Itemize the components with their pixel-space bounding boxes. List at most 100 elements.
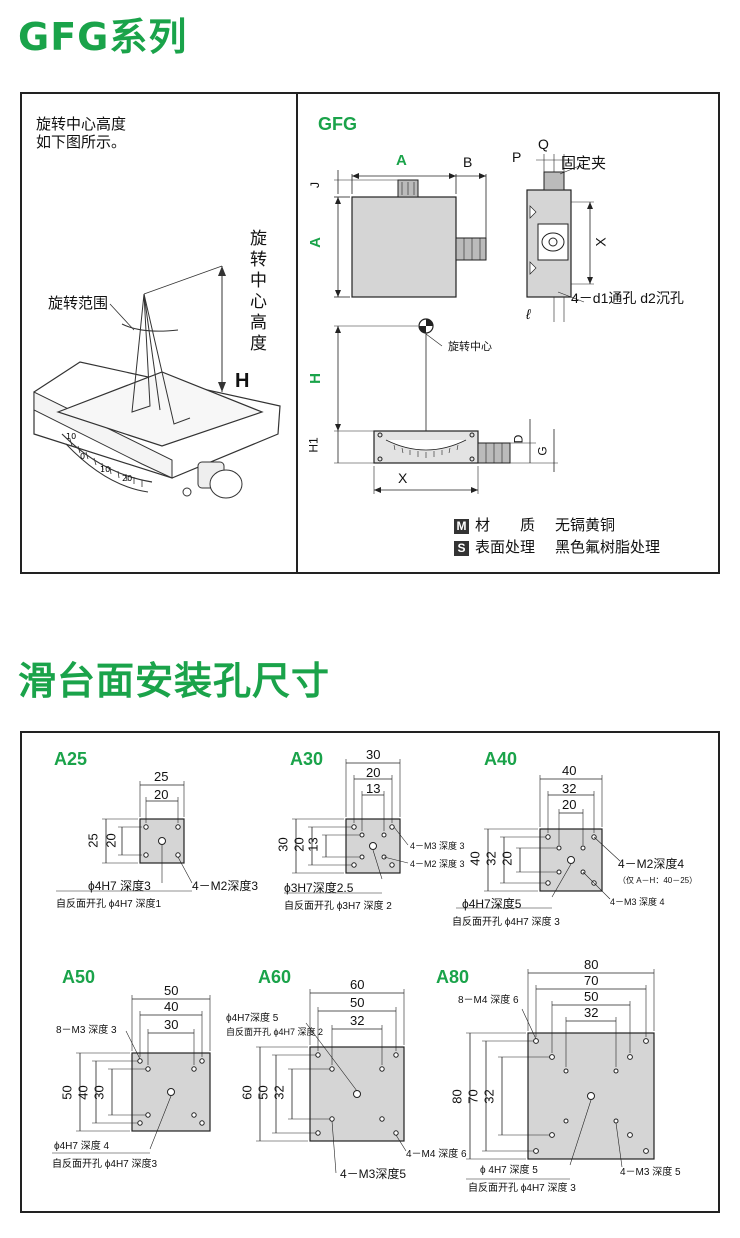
- surface-value: 黑色氟树脂处理: [555, 539, 661, 556]
- a40-note: （仅 A－H：40－25）: [618, 876, 698, 885]
- a50-dim-v3: 30: [91, 1085, 107, 1100]
- a25-dim-v1: 25: [85, 833, 101, 848]
- dim-a-top: A: [396, 152, 407, 169]
- panel-divider: [296, 94, 298, 572]
- a30-back: 自反面开孔 ϕ3H7 深度 2: [284, 901, 392, 912]
- a40-dim-v3: 20: [499, 851, 515, 866]
- a30-dim-h3: 13: [366, 781, 381, 796]
- a80-label: A80: [436, 967, 470, 987]
- a60-dim-h3: 32: [350, 1013, 365, 1028]
- scale-tick-10b: 10: [100, 465, 110, 474]
- a50-dim-v2: 40: [75, 1085, 91, 1100]
- a40-tap1: 4－M2深度4: [618, 857, 685, 871]
- a40-label: A40: [484, 749, 518, 769]
- a50-dim-v1: 50: [59, 1085, 75, 1100]
- a30-dim-v1: 30: [275, 837, 291, 852]
- a60-back: 自反面开孔 ϕ4H7 深度 2: [226, 1027, 324, 1037]
- a30-tap2: 4－M2 深度 3: [410, 859, 465, 869]
- dim-x-side: X: [592, 237, 609, 247]
- a50-dim-h2: 40: [164, 999, 179, 1014]
- a60-hole: ϕ4H7深度 5: [226, 1013, 279, 1024]
- surface-key: 表面处理: [475, 539, 536, 556]
- dim-h: H: [306, 373, 324, 384]
- a25-back: 自反面开孔 ϕ4H7 深度1: [56, 899, 162, 910]
- section-title-gfg: GFG系列: [18, 15, 188, 59]
- a50-hole: ϕ4H7 深度 4: [54, 1141, 110, 1152]
- dim-d: D: [511, 434, 526, 444]
- a40-dim-h1: 40: [562, 763, 577, 778]
- a40-back: 自反面开孔 ϕ4H7 深度 3: [452, 917, 560, 928]
- a25-dim-h2: 20: [154, 787, 169, 802]
- gfg-spec-panel: 旋转中心高度 如下图所示。 10 0 10 20: [20, 92, 720, 574]
- a30-label: A30: [290, 749, 324, 769]
- through-hole-label: 4－d1通孔 d2沉孔: [571, 290, 684, 306]
- a80-dim-v2: 70: [465, 1089, 481, 1104]
- a80-dim-h3: 50: [584, 989, 599, 1004]
- dim-l: ℓ: [526, 306, 531, 322]
- a80-tap2: 4－M3 深度 5: [620, 1167, 681, 1178]
- a25-dim-v2: 20: [103, 833, 119, 848]
- a80-dim-h1: 80: [584, 957, 599, 972]
- h-label: H: [235, 370, 250, 392]
- a80-hole: ϕ 4H7 深度 5: [480, 1165, 538, 1176]
- mounting-hole-drawings: [52, 759, 655, 1180]
- a80-tap1: 8－M4 深度 6: [458, 995, 519, 1006]
- a80-dim-h2: 70: [584, 973, 599, 988]
- a30-hole: ϕ3H7深度2.5: [284, 881, 354, 895]
- center-height-note: 旋转中心高度 如下图所示。: [36, 116, 127, 151]
- a30-dim-v3: 13: [305, 837, 321, 852]
- dim-a-side: A: [306, 237, 324, 248]
- a40-dim-h3: 20: [562, 797, 577, 812]
- a60-dim-v1: 60: [239, 1085, 255, 1100]
- a30-dim-v2: 20: [291, 837, 307, 852]
- dim-b: B: [463, 154, 473, 170]
- gfg-dimension-drawing: [334, 154, 594, 494]
- a25-hole: ϕ4H7 深度3: [88, 879, 151, 893]
- a25-tap: 4－M2深度3: [192, 879, 259, 893]
- dim-g: G: [535, 446, 550, 456]
- a80-dim-v1: 80: [449, 1089, 465, 1104]
- a60-tap2: 4－M3深度5: [340, 1167, 407, 1181]
- a40-hole: ϕ4H7深度5: [462, 897, 522, 911]
- dim-j: J: [308, 182, 322, 188]
- a60-tap1: 4－M4 深度 6: [406, 1149, 467, 1160]
- dim-p: P: [512, 149, 522, 165]
- a60-dim-h1: 60: [350, 977, 365, 992]
- a40-tap2: 4－M3 深度 4: [610, 897, 665, 907]
- isometric-stage-illustration: 10 0 10 20: [33, 265, 281, 499]
- fixing-clip-label: 固定夹: [561, 155, 607, 172]
- scale-tick-20: 20: [122, 474, 132, 483]
- dim-x-front: X: [398, 470, 408, 486]
- a80-dim-h4: 32: [584, 1005, 599, 1020]
- a50-label: A50: [62, 967, 96, 987]
- a60-dim-h2: 50: [350, 995, 365, 1010]
- a50-tap: 8－M3 深度 3: [56, 1025, 117, 1036]
- a80-dim-v3: 32: [481, 1089, 497, 1104]
- a50-dim-h3: 30: [164, 1017, 179, 1032]
- a60-dim-v3: 32: [271, 1085, 287, 1100]
- a50-dim-h1: 50: [164, 983, 179, 998]
- a30-tap1: 4－M3 深度 3: [410, 841, 465, 851]
- dim-h1: H1: [306, 437, 321, 453]
- a40-dim-h2: 32: [562, 781, 577, 796]
- a40-dim-v2: 32: [483, 851, 499, 866]
- a25-label: A25: [54, 749, 88, 769]
- material-value: 无镉黄铜: [555, 517, 616, 534]
- a40-dim-v1: 40: [467, 851, 483, 866]
- center-height-vertical-label: 旋转中心高度: [250, 229, 267, 353]
- a30-dim-h2: 20: [366, 765, 381, 780]
- scale-tick-0: 0: [80, 452, 85, 461]
- section-title-mounting-holes: 滑台面安装孔尺寸: [18, 659, 331, 703]
- model-label-gfg: GFG: [318, 114, 357, 134]
- surface-row: S 表面处理 黑色氟树脂处理: [454, 536, 660, 557]
- dim-q: Q: [538, 136, 549, 152]
- a80-back: 自反面开孔 ϕ4H7 深度 3: [468, 1183, 576, 1194]
- a50-back: 自反面开孔 ϕ4H7 深度3: [52, 1159, 158, 1170]
- a25-dim-h1: 25: [154, 769, 169, 784]
- material-key: 材 质: [475, 517, 536, 534]
- rotation-center-label: 旋转中心: [448, 341, 492, 353]
- mounting-hole-panel: A25 25 20 25 20 ϕ4H7 深度3 4－M2深度3 自反面开孔 ϕ…: [20, 731, 720, 1213]
- rotation-range-label: 旋转范围: [48, 295, 109, 312]
- surface-badge: S: [454, 541, 469, 556]
